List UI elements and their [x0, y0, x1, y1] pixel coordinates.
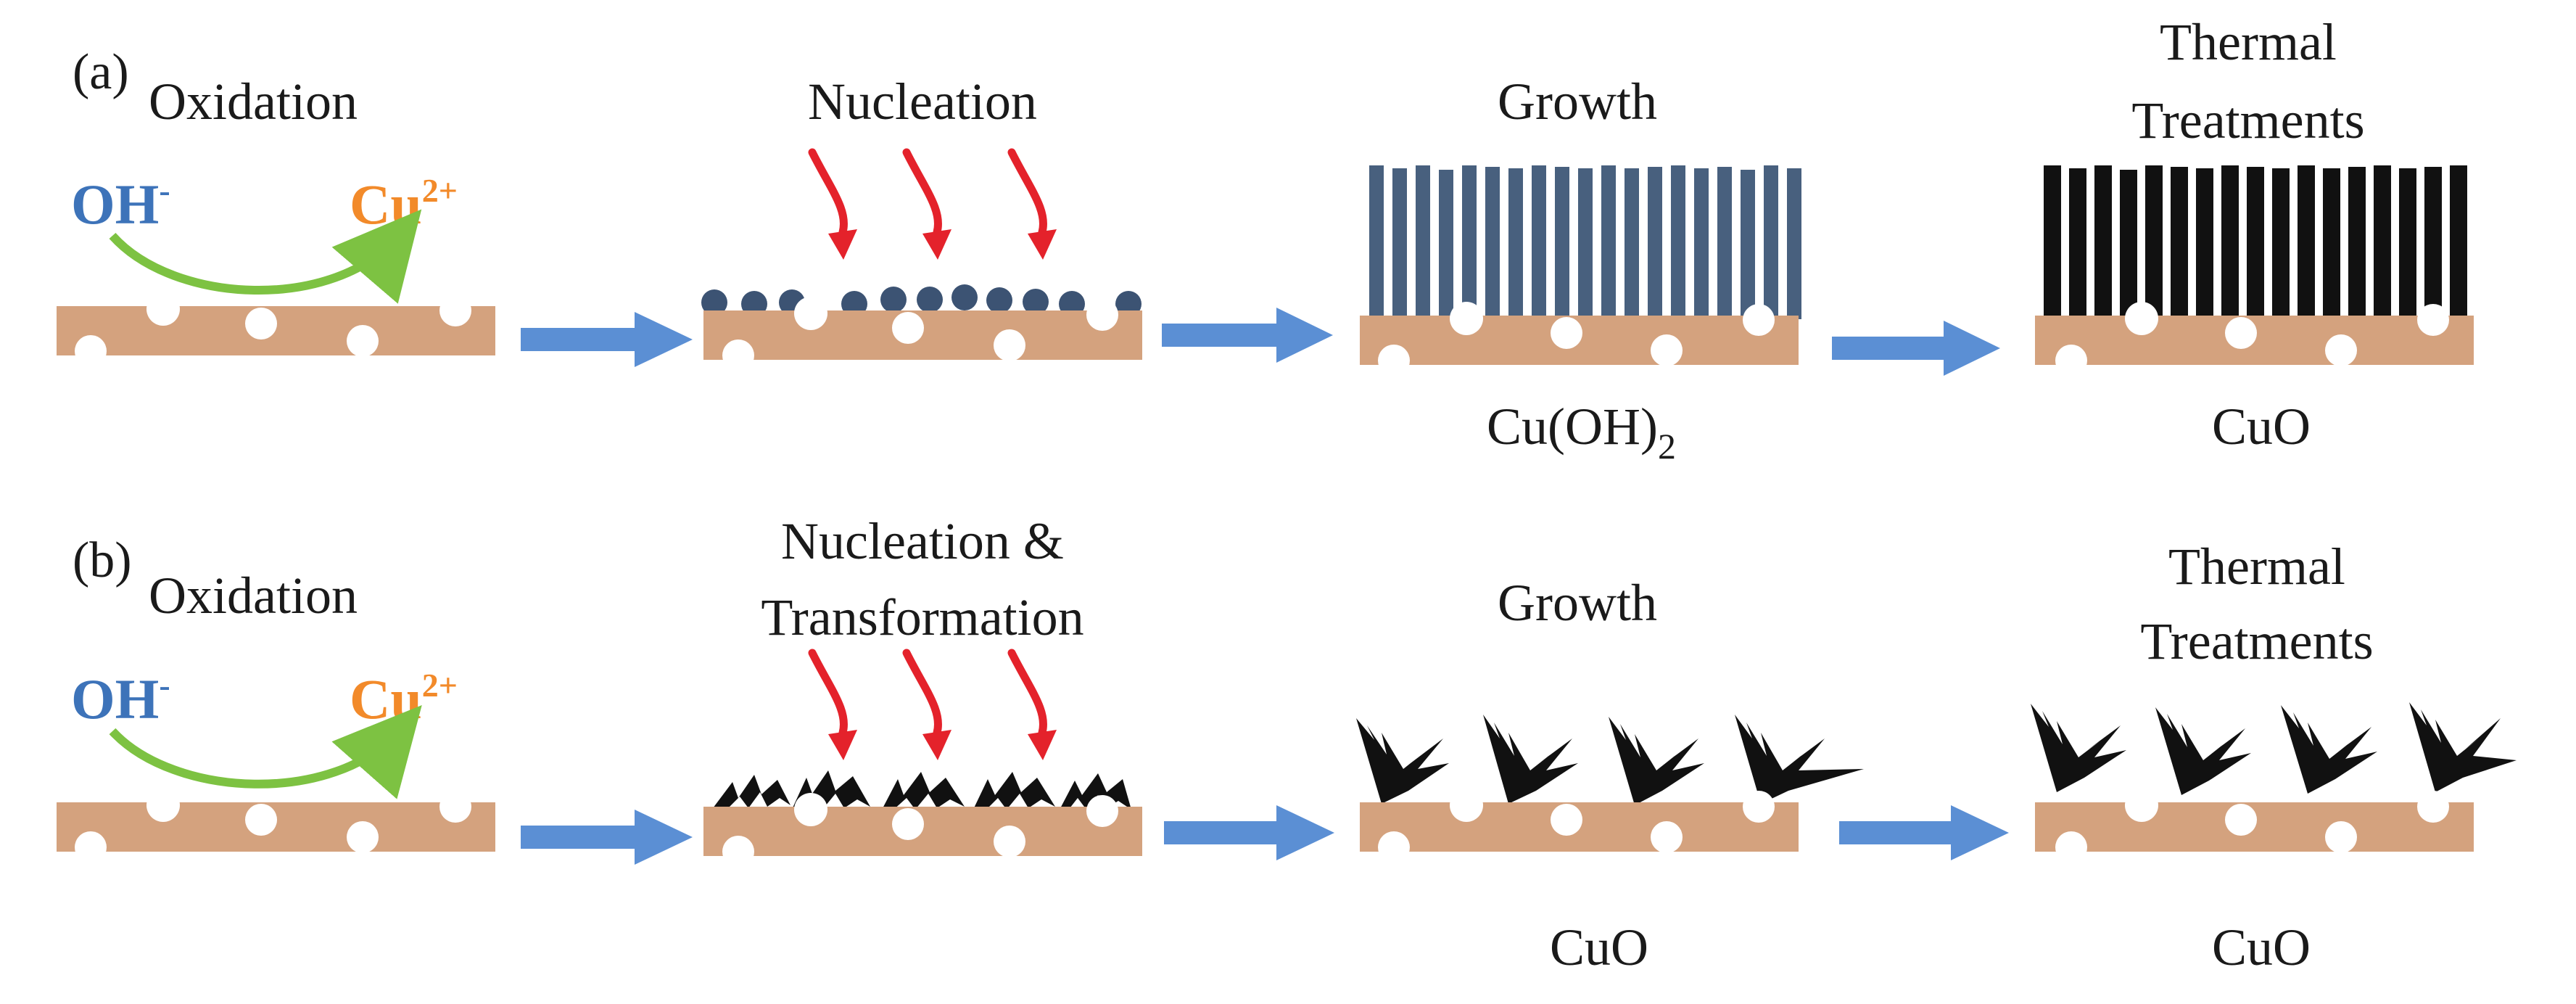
process-arrow-a1: [521, 312, 693, 367]
stage-title-thermal-a-line2: Treatments: [2131, 91, 2364, 149]
panel-label-a: (a): [73, 44, 129, 100]
stage-title-thermal-b-line1: Thermal: [2168, 538, 2345, 596]
process-arrow-b2: [1164, 805, 1334, 860]
cu-oh2-nanorods: [1369, 165, 1801, 319]
nucleation-arrows-b: [808, 649, 1057, 760]
stage-title-oxidation-a: Oxidation: [149, 73, 358, 131]
reaction-arrow-a: [109, 209, 422, 304]
substrate-b1: [57, 789, 495, 863]
substrate-a1: [57, 292, 495, 367]
row-b: (b) Oxidation OH- Cu2+ Nucleation & Tran…: [57, 512, 2517, 976]
hydroxide-label-a: OH-: [71, 172, 170, 236]
substrate-b3: [1360, 789, 1799, 863]
stage-title-oxidation-b: Oxidation: [149, 567, 358, 625]
product-label-cuo-b3: CuO: [1550, 918, 1648, 976]
stage-title-thermal-a-line1: Thermal: [2160, 13, 2337, 71]
panel-label-b: (b): [73, 532, 132, 588]
cuo-flakes-growth: [1356, 715, 1864, 805]
stage-title-nucleation-b-line2: Transformation: [761, 588, 1083, 646]
stage-title-growth-b: Growth: [1498, 574, 1657, 632]
stage-title-nucleation-a: Nucleation: [808, 73, 1037, 131]
product-label-cu-oh2: Cu(OH)2: [1487, 398, 1676, 466]
substrate-a3: [1360, 302, 1799, 376]
reaction-arrow-b: [109, 705, 422, 799]
copper-ion-label-b: Cu2+: [350, 667, 458, 731]
stage-title-nucleation-b-line1: Nucleation &: [781, 512, 1064, 570]
hydroxide-label-b: OH-: [71, 667, 170, 731]
transformed-nuclei-b: [711, 770, 1131, 812]
row-a: (a) Oxidation OH- Cu2+ Nucleation: [57, 13, 2474, 466]
substrate-a2: [703, 297, 1142, 371]
substrate-b2: [703, 793, 1142, 868]
process-arrow-a2: [1162, 308, 1333, 363]
stage-title-thermal-b-line2: Treatments: [2140, 612, 2373, 670]
cuo-flakes-thermal: [2031, 702, 2517, 795]
substrate-a4: [2035, 302, 2474, 376]
process-arrow-b1: [521, 810, 693, 865]
stage-title-growth-a: Growth: [1498, 73, 1657, 131]
process-arrow-b3: [1839, 805, 2009, 860]
nucleation-arrows-a: [808, 148, 1057, 260]
copper-ion-label-a: Cu2+: [350, 172, 458, 236]
cuo-nanorods-a: [2044, 165, 2467, 319]
substrate-b4: [2035, 789, 2474, 863]
product-label-cuo-b4: CuO: [2212, 918, 2311, 976]
process-arrow-a3: [1832, 321, 2000, 376]
product-label-cuo-a4: CuO: [2212, 398, 2311, 456]
